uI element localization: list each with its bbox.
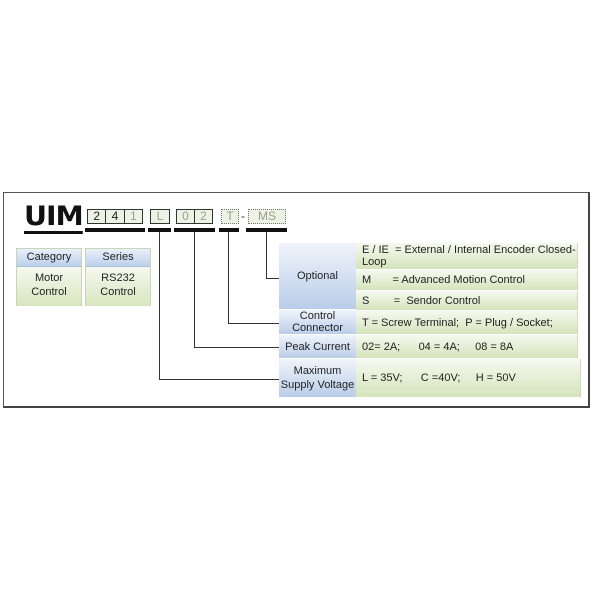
optional-connector-line-h xyxy=(266,278,279,279)
value-line: E / IE = External / Internal Encoder Clo… xyxy=(362,244,576,256)
code-char: 1 xyxy=(129,209,137,223)
peak-current-label: Peak Current xyxy=(279,335,356,359)
control-connector-value: T = Screw Terminal; P = Plug / Socket; xyxy=(356,311,578,335)
voltage-underline xyxy=(148,228,171,232)
optional-value-sensor: S = Sendor Control xyxy=(356,291,578,311)
series-box: Series RS232 Control xyxy=(85,248,151,306)
optional-value-motion: M = Advanced Motion Control xyxy=(356,270,578,291)
optional-underline xyxy=(246,228,287,232)
current-connector-line-h xyxy=(194,347,279,348)
category-box: Category Motor Control xyxy=(16,248,82,306)
category-body: Motor Control xyxy=(17,267,81,306)
connector-underline xyxy=(219,228,239,232)
series-line: Control xyxy=(100,286,136,298)
value-line: Loop xyxy=(362,256,387,268)
series-code-box: 2 4 1 xyxy=(87,209,143,224)
max-supply-voltage-value: L = 35V; C =40V; H = 50V xyxy=(356,359,581,398)
model-prefix-title: UIM xyxy=(24,201,84,234)
code-char: L xyxy=(156,209,164,223)
optional-code-box: MS xyxy=(248,209,286,224)
code-char: 2 xyxy=(200,209,207,223)
series-underline xyxy=(85,228,145,232)
voltage-code-box: L xyxy=(150,209,170,224)
label-line: Maximum xyxy=(293,365,342,377)
max-supply-voltage-label: Maximum Supply Voltage xyxy=(279,359,356,398)
optional-connector-line xyxy=(266,232,267,279)
connector-connector-line xyxy=(228,232,229,324)
category-line: Control xyxy=(31,286,67,298)
code-char: 0 xyxy=(177,210,195,223)
optional-value-encoder: E / IE = External / Internal Encoder Clo… xyxy=(356,243,578,270)
value-line: M = Advanced Motion Control xyxy=(362,274,525,286)
current-underline xyxy=(174,228,215,232)
code-separator: - xyxy=(241,209,245,223)
label-line: Supply Voltage xyxy=(280,379,355,391)
peak-current-value: 02= 2A; 04 = 4A; 08 = 8A xyxy=(356,335,578,359)
value-line: S = Sendor Control xyxy=(362,294,481,307)
optional-label: Optional xyxy=(279,243,356,310)
voltage-connector-line xyxy=(159,232,160,380)
label-line: Control xyxy=(299,310,336,322)
series-line: RS232 xyxy=(101,272,135,284)
current-connector-line xyxy=(194,232,195,348)
code-char: 2 xyxy=(88,210,107,223)
control-connector-label: Control Connector xyxy=(279,310,356,335)
connector-connector-line-h xyxy=(228,323,279,324)
current-code-box: 0 2 xyxy=(176,209,213,224)
value-line: 02= 2A; 04 = 4A; 08 = 8A xyxy=(362,340,514,353)
code-char: 4 xyxy=(106,210,125,223)
connector-code-box: T xyxy=(221,209,239,224)
category-header: Category xyxy=(17,249,81,267)
voltage-connector-line-h xyxy=(159,379,279,380)
series-body: RS232 Control xyxy=(86,267,150,306)
label-line: Connector xyxy=(292,322,343,334)
code-char: MS xyxy=(258,209,276,223)
series-header: Series xyxy=(86,249,150,267)
value-line: T = Screw Terminal; P = Plug / Socket; xyxy=(362,316,553,329)
value-line: L = 35V; C =40V; H = 50V xyxy=(362,372,516,384)
category-line: Motor xyxy=(34,272,64,284)
code-char: T xyxy=(226,209,234,223)
